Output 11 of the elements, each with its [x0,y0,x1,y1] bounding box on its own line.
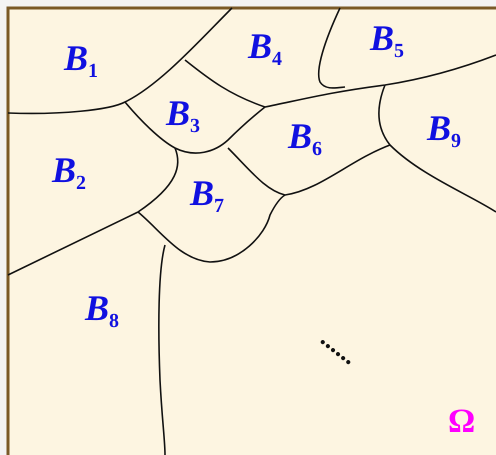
domain-label: Ω [448,405,476,439]
region-label: B$_{6}$ [288,118,322,154]
region-label: B$_{2}$ [52,152,86,188]
region-label: B$_{9}$ [427,110,462,146]
region-label: B$_{7}$ [190,175,224,211]
region-label: B$_{8}$ [85,290,120,326]
ellipsis-dots: ...... [316,325,363,370]
region-label: B$_{1}$ [64,40,98,76]
region-label: B$_{4}$ [248,28,282,64]
region-label: B$_{5}$ [370,20,404,56]
region-label: B$_{3}$ [166,95,200,131]
